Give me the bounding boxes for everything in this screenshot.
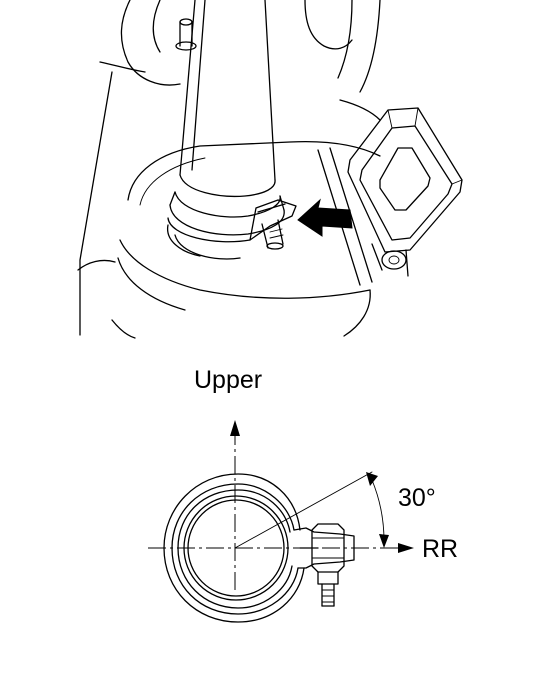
install-direction-arrow [297, 198, 353, 237]
exhaust-pipe [167, 0, 285, 260]
installation-illustration [77, 0, 463, 339]
angle-reference-line [234, 471, 373, 549]
exhaust-hanger-bracket [317, 107, 463, 286]
label-upper: Upper [194, 366, 262, 394]
floor-panel [117, 140, 381, 337]
label-direction: RR [422, 535, 458, 563]
label-angle: 30° [398, 484, 436, 512]
upper-arrow-head [230, 420, 240, 436]
angle-arc [371, 479, 385, 541]
pipe-clamp [167, 199, 297, 250]
orientation-diagram: Upper 30° RR [148, 366, 458, 623]
clamp-section [163, 473, 355, 623]
rr-arrow-head [398, 543, 414, 553]
body-housing [77, 0, 381, 339]
angle-arc-head-bottom [379, 534, 389, 548]
angle-arc-head-top [366, 472, 378, 486]
clamp-bolt [311, 523, 345, 607]
